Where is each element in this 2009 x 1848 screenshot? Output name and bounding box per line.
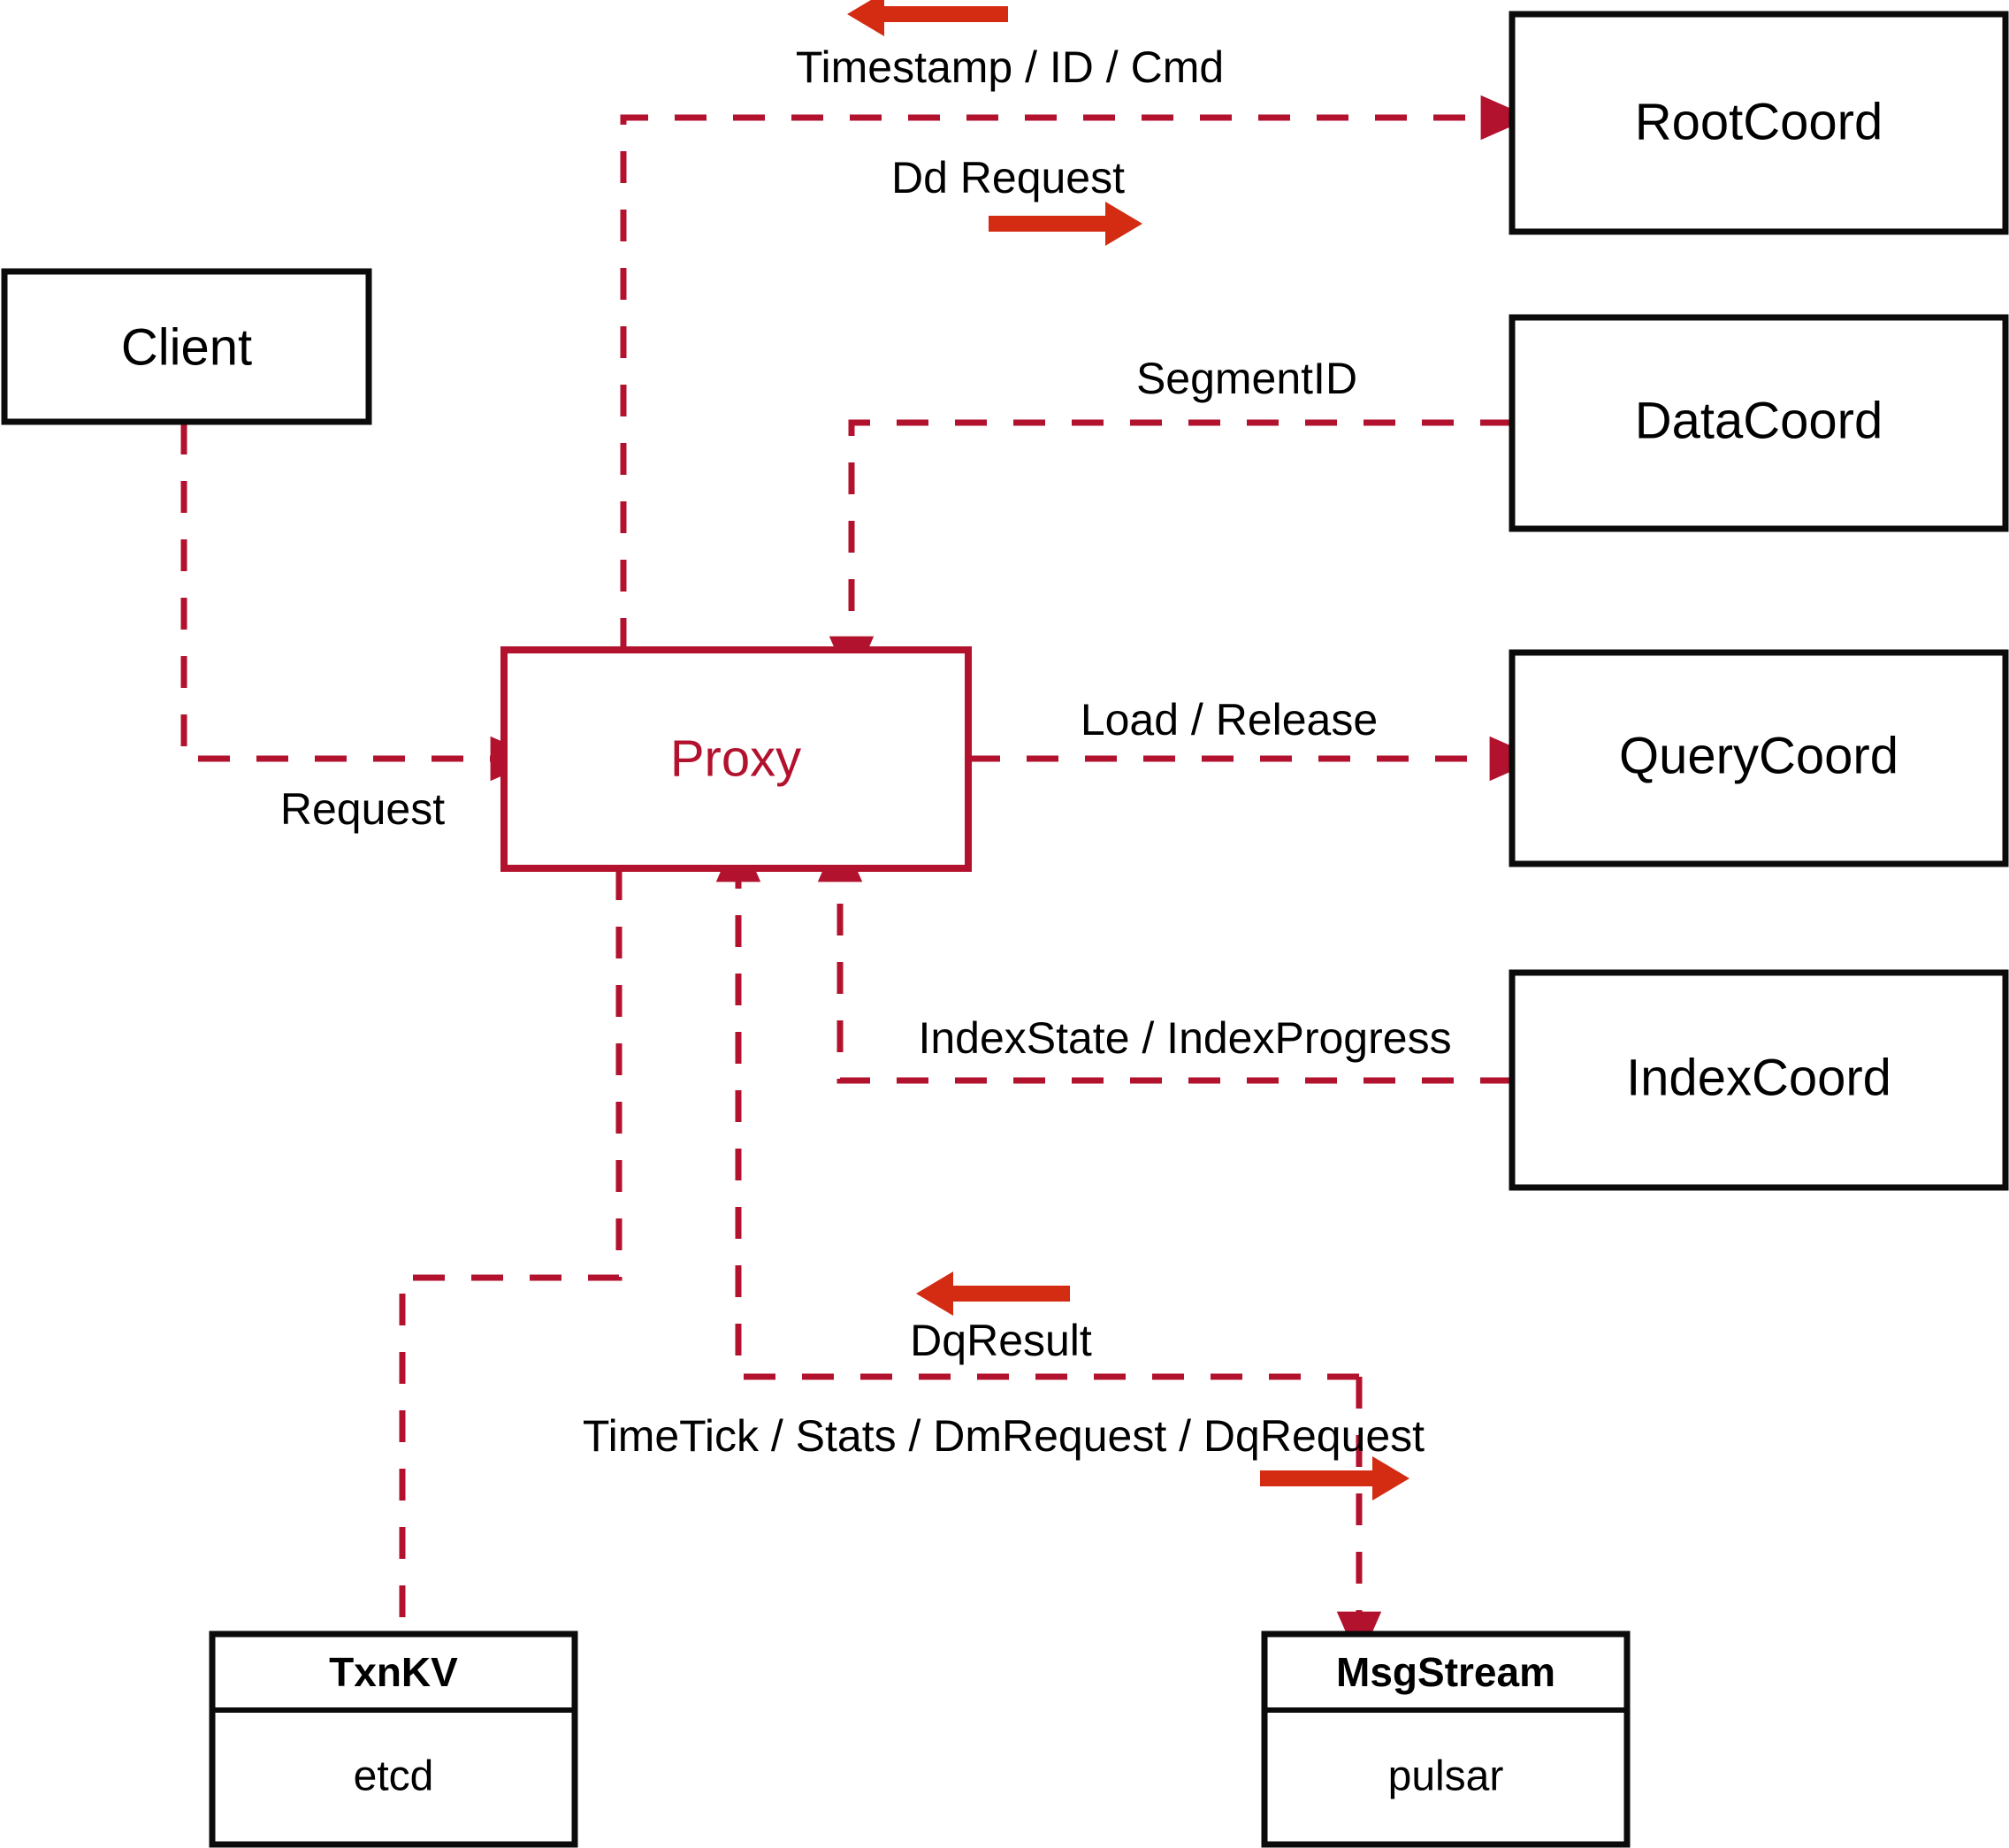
edge-client-proxy [180, 423, 541, 782]
edge-label-dd-request: Dd Request [891, 153, 1125, 202]
node-client[interactable]: Client [1, 268, 372, 425]
edge-label-index-state-progress: IndexState / IndexProgress [918, 1013, 1451, 1063]
edge-proxy-rootcoord [620, 95, 1532, 650]
node-querycoord-label: QueryCoord [1619, 727, 1898, 784]
node-proxy-label: Proxy [670, 729, 801, 787]
node-datacoord[interactable]: DataCoord [1509, 314, 2009, 532]
direction-arrow-left-timestamp [847, 0, 1008, 36]
node-datacoord-label: DataCoord [1635, 392, 1883, 449]
edge-label-load-release: Load / Release [1081, 695, 1378, 745]
node-indexcoord-label: IndexCoord [1626, 1049, 1891, 1106]
node-querycoord[interactable]: QueryCoord [1509, 649, 2009, 867]
node-indexcoord[interactable]: IndexCoord [1509, 969, 2009, 1191]
edge-label-segment-id: SegmentID [1136, 354, 1357, 403]
node-proxy[interactable]: Proxy [500, 646, 972, 872]
node-rootcoord-label: RootCoord [1635, 93, 1883, 150]
node-client-label: Client [121, 318, 252, 376]
edge-indexcoord-proxy [817, 831, 1512, 1084]
edge-label-timetick-stats: TimeTick / Stats / DmRequest / DqRequest [583, 1411, 1425, 1461]
node-msgstream[interactable]: MsgStream pulsar [1261, 1630, 1631, 1848]
edge-label-dq-result: DqResult [910, 1316, 1092, 1365]
node-rootcoord[interactable]: RootCoord [1509, 11, 2009, 235]
node-txnkv-impl: etcd [354, 1753, 434, 1800]
edge-msgstream-proxy [715, 831, 1359, 1380]
edge-label-request: Request [280, 784, 445, 834]
direction-arrow-right-ddrequest [989, 202, 1142, 246]
direction-arrow-right-timetick [1260, 1456, 1409, 1501]
edge-label-timestamp-id-cmd: Timestamp / ID / Cmd [796, 42, 1224, 92]
node-txnkv[interactable]: TxnKV etcd [209, 1630, 578, 1848]
edge-proxy-txnkv [399, 868, 623, 1634]
node-msgstream-impl: pulsar [1388, 1753, 1504, 1800]
edge-datacoord-proxy [829, 419, 1512, 687]
node-msgstream-title: MsgStream [1336, 1649, 1555, 1695]
direction-arrow-left-dqresult [916, 1271, 1070, 1316]
node-txnkv-title: TxnKV [329, 1649, 458, 1695]
